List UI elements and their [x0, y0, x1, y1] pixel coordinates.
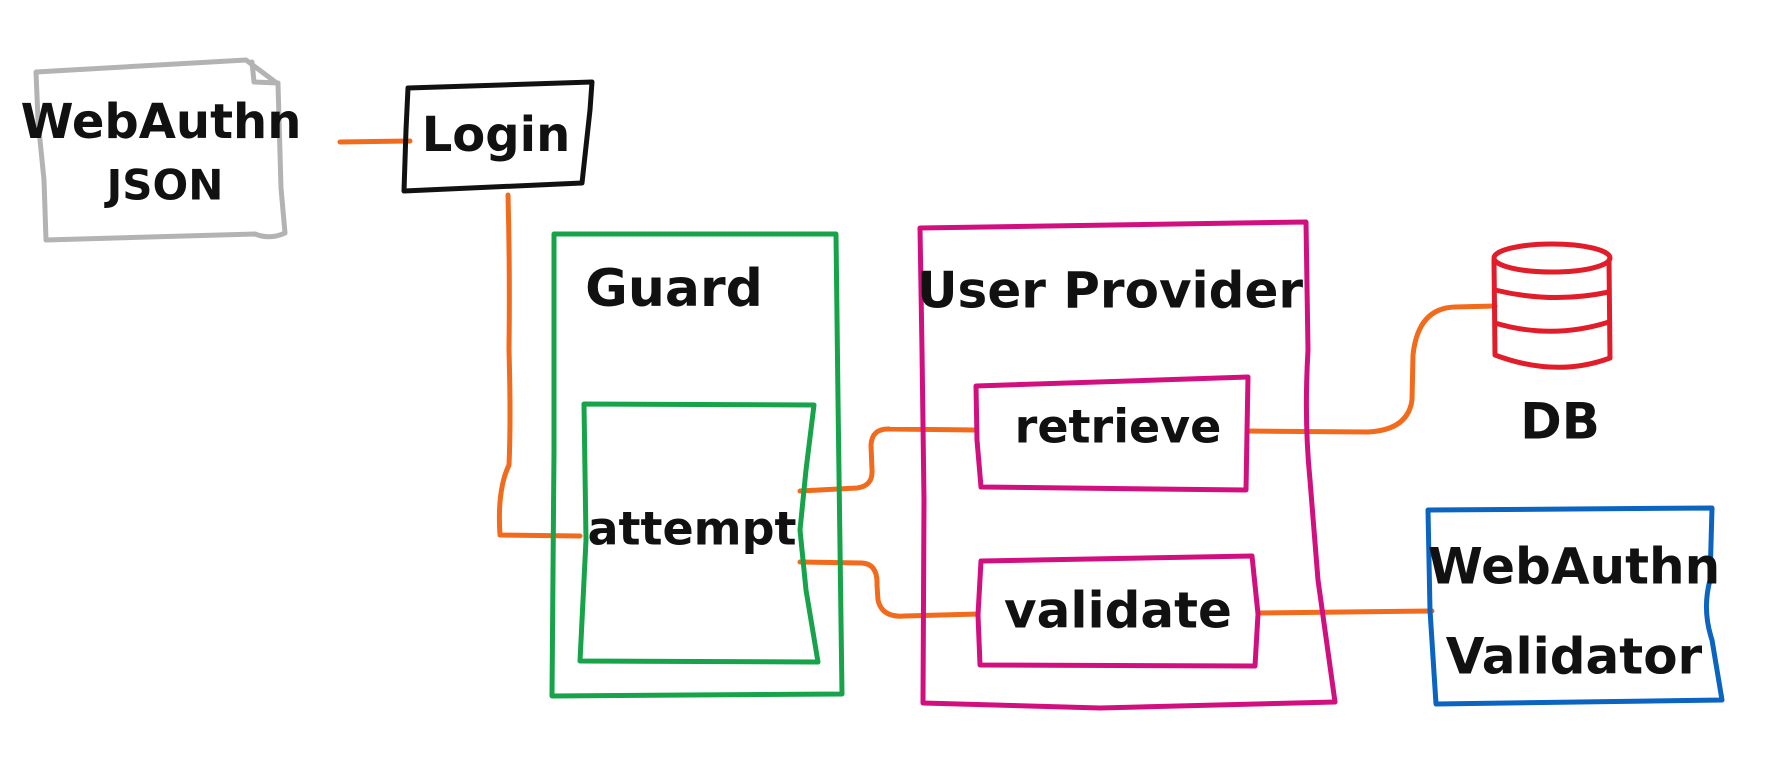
- connector-attempt-to-retrieve: [797, 426, 979, 494]
- login-node: Login: [401, 79, 595, 194]
- webauthn-json-node: WebAuthn JSON: [21, 57, 302, 243]
- login-label: Login: [422, 107, 571, 163]
- webauthn-json-line2: JSON: [104, 161, 224, 210]
- connector-retrieve-to-db: [1244, 303, 1498, 435]
- db-label: DB: [1520, 393, 1600, 451]
- user-provider-box: [917, 219, 1338, 711]
- attempt-label: attempt: [587, 502, 796, 556]
- webauthn-validator-line1: WebAuthn: [1428, 538, 1720, 596]
- db-cylinder-body: [1491, 257, 1613, 370]
- connector-login-to-attempt: [496, 192, 583, 539]
- document-shape: [33, 57, 288, 243]
- validate-label: validate: [1004, 582, 1232, 640]
- retrieve-label: retrieve: [1015, 400, 1222, 454]
- user-provider-node: User Provider retrieve validate: [917, 219, 1338, 711]
- db-node: DB: [1491, 241, 1613, 451]
- document-fold-corner: [249, 59, 281, 86]
- db-cylinder-top: [1491, 241, 1613, 275]
- user-provider-label: User Provider: [917, 262, 1303, 320]
- guard-label: Guard: [585, 259, 763, 319]
- validator-box: [1425, 505, 1725, 707]
- connector-json-to-login: [337, 138, 413, 145]
- attempt-box: [577, 401, 821, 665]
- webauthn-validator-node: WebAuthn Validator: [1425, 505, 1725, 707]
- db-cylinder-ring-2: [1492, 319, 1612, 334]
- connector-attempt-to-validate: [797, 559, 981, 619]
- connectors: [337, 138, 1498, 619]
- webauthn-json-line1: WebAuthn: [21, 94, 302, 150]
- connector-validate-to-validator: [1255, 608, 1435, 616]
- login-box: [401, 79, 595, 194]
- db-cylinder-ring-1: [1492, 287, 1612, 301]
- retrieve-box: [973, 374, 1251, 493]
- guard-node: Guard attempt: [549, 231, 845, 699]
- guard-box: [549, 231, 845, 699]
- validate-box: [975, 553, 1261, 669]
- webauthn-validator-line2: Validator: [1446, 628, 1703, 686]
